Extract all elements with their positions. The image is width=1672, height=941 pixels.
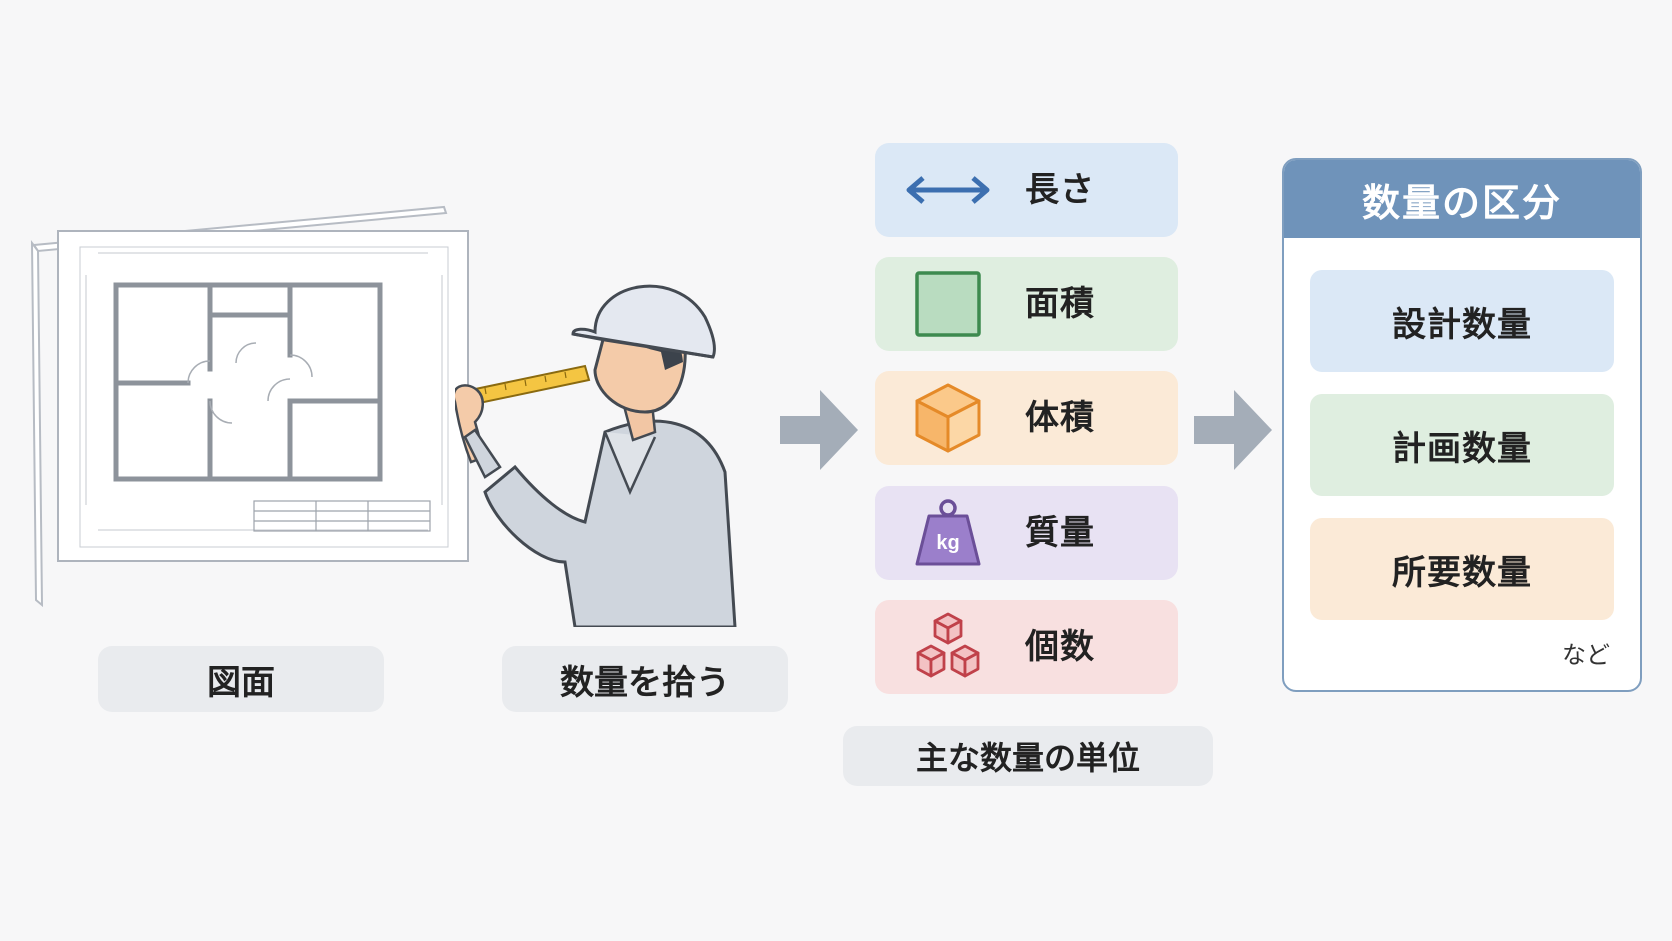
arrow-right-icon [1194,390,1272,470]
kg-weight-icon: kg [915,499,981,566]
quantity-categories-panel: 数量の区分 設計数量 計画数量 所要数量 など [1282,158,1642,692]
takeoff-label: 数量を拾う [502,646,788,712]
category-item-design: 設計数量 [1310,270,1614,372]
double-arrow-icon [906,176,990,204]
unit-card-volume: 体積 [875,371,1178,465]
arrow-right-icon [780,390,858,470]
unit-label: 面積 [1025,284,1095,324]
unit-card-length: 長さ [875,143,1178,237]
worker-body [483,419,737,627]
category-item-required: 所要数量 [1310,518,1614,620]
unit-label: 体積 [1025,398,1095,438]
categories-note: など [1562,641,1610,669]
unit-label: 質量 [1025,513,1095,553]
unit-card-count: 個数 [875,600,1178,694]
floor-plan-drawing [30,205,469,608]
cube-icon [915,383,981,453]
door-swings [187,342,313,424]
square-icon [915,271,981,337]
units-caption: 主な数量の単位 [843,726,1213,786]
unit-card-area: 面積 [875,257,1178,351]
walls [113,282,383,482]
unit-label: 長さ [1025,170,1095,210]
unit-card-mass: kg 質量 [875,486,1178,580]
unit-label: 個数 [1025,627,1095,667]
categories-title: 数量の区分 [1284,160,1640,238]
title-block [253,500,431,532]
weight-label: kg [936,532,959,554]
drawing-label: 図面 [98,646,384,712]
stacked-boxes-icon [916,612,980,678]
worker-with-ruler-illustration [455,284,737,627]
category-item-planned: 計画数量 [1310,394,1614,496]
